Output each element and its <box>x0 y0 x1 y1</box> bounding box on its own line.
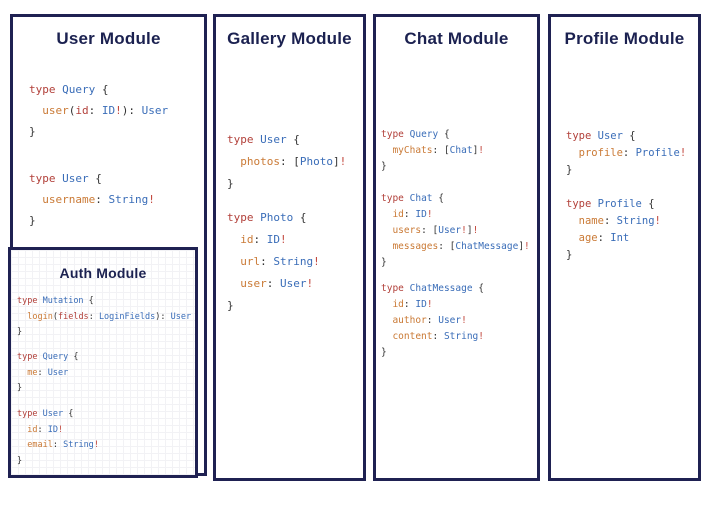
auth-module-user-type-code: type User { id: ID! email: String!} <box>17 409 99 466</box>
auth-module-title: Auth Module <box>59 265 147 281</box>
panel-profile-module: Profile Module type User { profile: Prof… <box>548 14 701 481</box>
chat-module-chatmessage-type-code: type ChatMessage { id: ID! author: User!… <box>381 283 485 358</box>
user-module-user-type-code: type User { username: String!} <box>29 172 155 227</box>
panel-auth-module: Auth Module type Mutation { login(fields… <box>8 247 198 478</box>
chat-module-query-code: type Query { myChats: [Chat]!} <box>381 129 485 172</box>
gallery-module-photo-type-code: type Photo { id: ID! url: String! user: … <box>227 211 320 312</box>
gallery-module-title: Gallery Module <box>227 29 352 48</box>
profile-module-title: Profile Module <box>564 29 685 48</box>
user-module-title: User Module <box>56 29 161 48</box>
auth-module-mutation-code: type Mutation { login(fields: LoginField… <box>17 296 192 337</box>
panel-chat-module: Chat Module type Query { myChats: [Chat]… <box>373 14 540 481</box>
auth-module-query-code: type Query { me: User} <box>17 352 79 393</box>
chat-module-title: Chat Module <box>404 29 509 48</box>
chat-module-chat-type-code: type Chat { id: ID! users: [User!]! mess… <box>381 193 530 268</box>
user-module-query-code: type Query { user(id: ID!): User} <box>29 83 169 138</box>
panel-gallery-module: Gallery Module type User { photos: [Phot… <box>213 14 366 481</box>
profile-module-user-type-code: type User { profile: Profile!} <box>566 130 687 176</box>
profile-module-profile-type-code: type Profile { name: String! age: Int} <box>566 198 661 261</box>
gallery-module-user-type-code: type User { photos: [Photo]!} <box>227 133 347 190</box>
